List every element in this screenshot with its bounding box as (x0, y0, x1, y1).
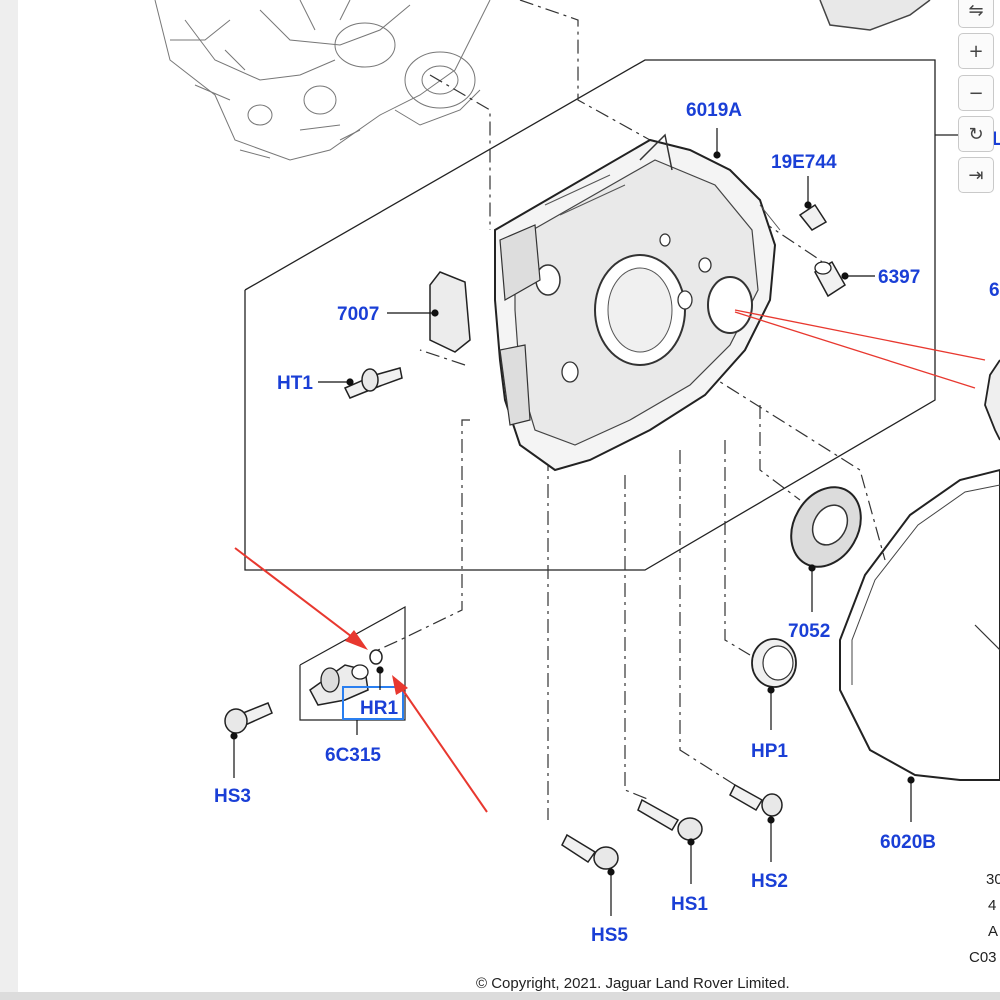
part-hr1-o-ring (369, 649, 383, 665)
part-6c315-sensor (309, 664, 369, 706)
swap-arrows-icon: ⇋ (968, 0, 984, 21)
edge-text-2: 4 (988, 897, 996, 914)
part-hp1-plug (751, 638, 797, 688)
assembly-outline-box (244, 59, 936, 571)
part-6397-sleeve (813, 260, 847, 298)
swap-arrows-button[interactable]: ⇋ (958, 0, 994, 28)
bottom-scrollbar[interactable] (0, 992, 1000, 1000)
part-hs5-bolt (561, 833, 619, 870)
part-19e744-dowel (798, 203, 828, 231)
callout-labels: 6019A 19E744 6397 6 L 7007 HT1 7052 HP1 … (214, 100, 1000, 946)
callout-6c315[interactable]: 6C315 (325, 745, 381, 766)
part-hs1-bolt (637, 798, 703, 841)
callout-hp1[interactable]: HP1 (751, 741, 788, 762)
zoom-in-button[interactable]: + (958, 33, 994, 69)
part-hs3-bolt (224, 702, 273, 734)
transmission-housing (494, 133, 781, 472)
callout-6397[interactable]: 6397 (878, 267, 920, 288)
callout-hs1[interactable]: HS1 (671, 894, 708, 915)
callout-hs5[interactable]: HS5 (591, 925, 628, 946)
callout-6019a[interactable]: 6019A (686, 100, 742, 121)
red-annotation-arrows (234, 309, 986, 813)
part-6020b-gasket (839, 468, 1000, 781)
partial-part-top (819, 0, 931, 31)
callout-7007[interactable]: 7007 (337, 304, 379, 325)
callout-19e744[interactable]: 19E744 (771, 152, 837, 173)
partial-part-right (984, 359, 1000, 441)
rotate-icon: ↻ (968, 123, 984, 145)
part-ht1-stud (343, 367, 403, 399)
rotate-button[interactable]: ↻ (958, 116, 994, 152)
callout-6020b[interactable]: 6020B (880, 832, 936, 853)
callout-leaders (230, 128, 915, 916)
callout-ht1[interactable]: HT1 (277, 373, 313, 394)
part-7007-bracket (429, 271, 471, 353)
edge-text-1: 30 (986, 871, 1000, 888)
copyright-text: © Copyright, 2021. Jaguar Land Rover Lim… (476, 975, 790, 992)
callout-hr1[interactable]: HR1 (360, 698, 398, 719)
edge-text-4: C03 (969, 949, 997, 966)
callout-7052[interactable]: 7052 (788, 621, 830, 642)
zoom-in-icon: + (968, 40, 984, 62)
sensor-group-box (299, 605, 406, 721)
part-hs2-bolt (729, 783, 783, 817)
edge-text-column: 30 4 A C03 (969, 871, 1000, 966)
part-7052-seal (790, 486, 862, 568)
callout-edge-6[interactable]: 6 (989, 280, 1000, 301)
callout-hs2[interactable]: HS2 (751, 871, 788, 892)
left-margin (0, 0, 18, 1000)
fit-arrow-icon: ⇥ (968, 164, 984, 186)
callout-hs3[interactable]: HS3 (214, 786, 251, 807)
zoom-out-button[interactable]: − (958, 75, 994, 111)
callout-edge-l[interactable]: L (992, 129, 1000, 150)
fit-view-button[interactable]: ⇥ (958, 157, 994, 193)
zoom-out-icon: − (968, 82, 984, 104)
engine-block-illustration (154, 0, 491, 161)
hr1-highlight-box (342, 686, 404, 720)
edge-text-3: A (988, 923, 998, 940)
